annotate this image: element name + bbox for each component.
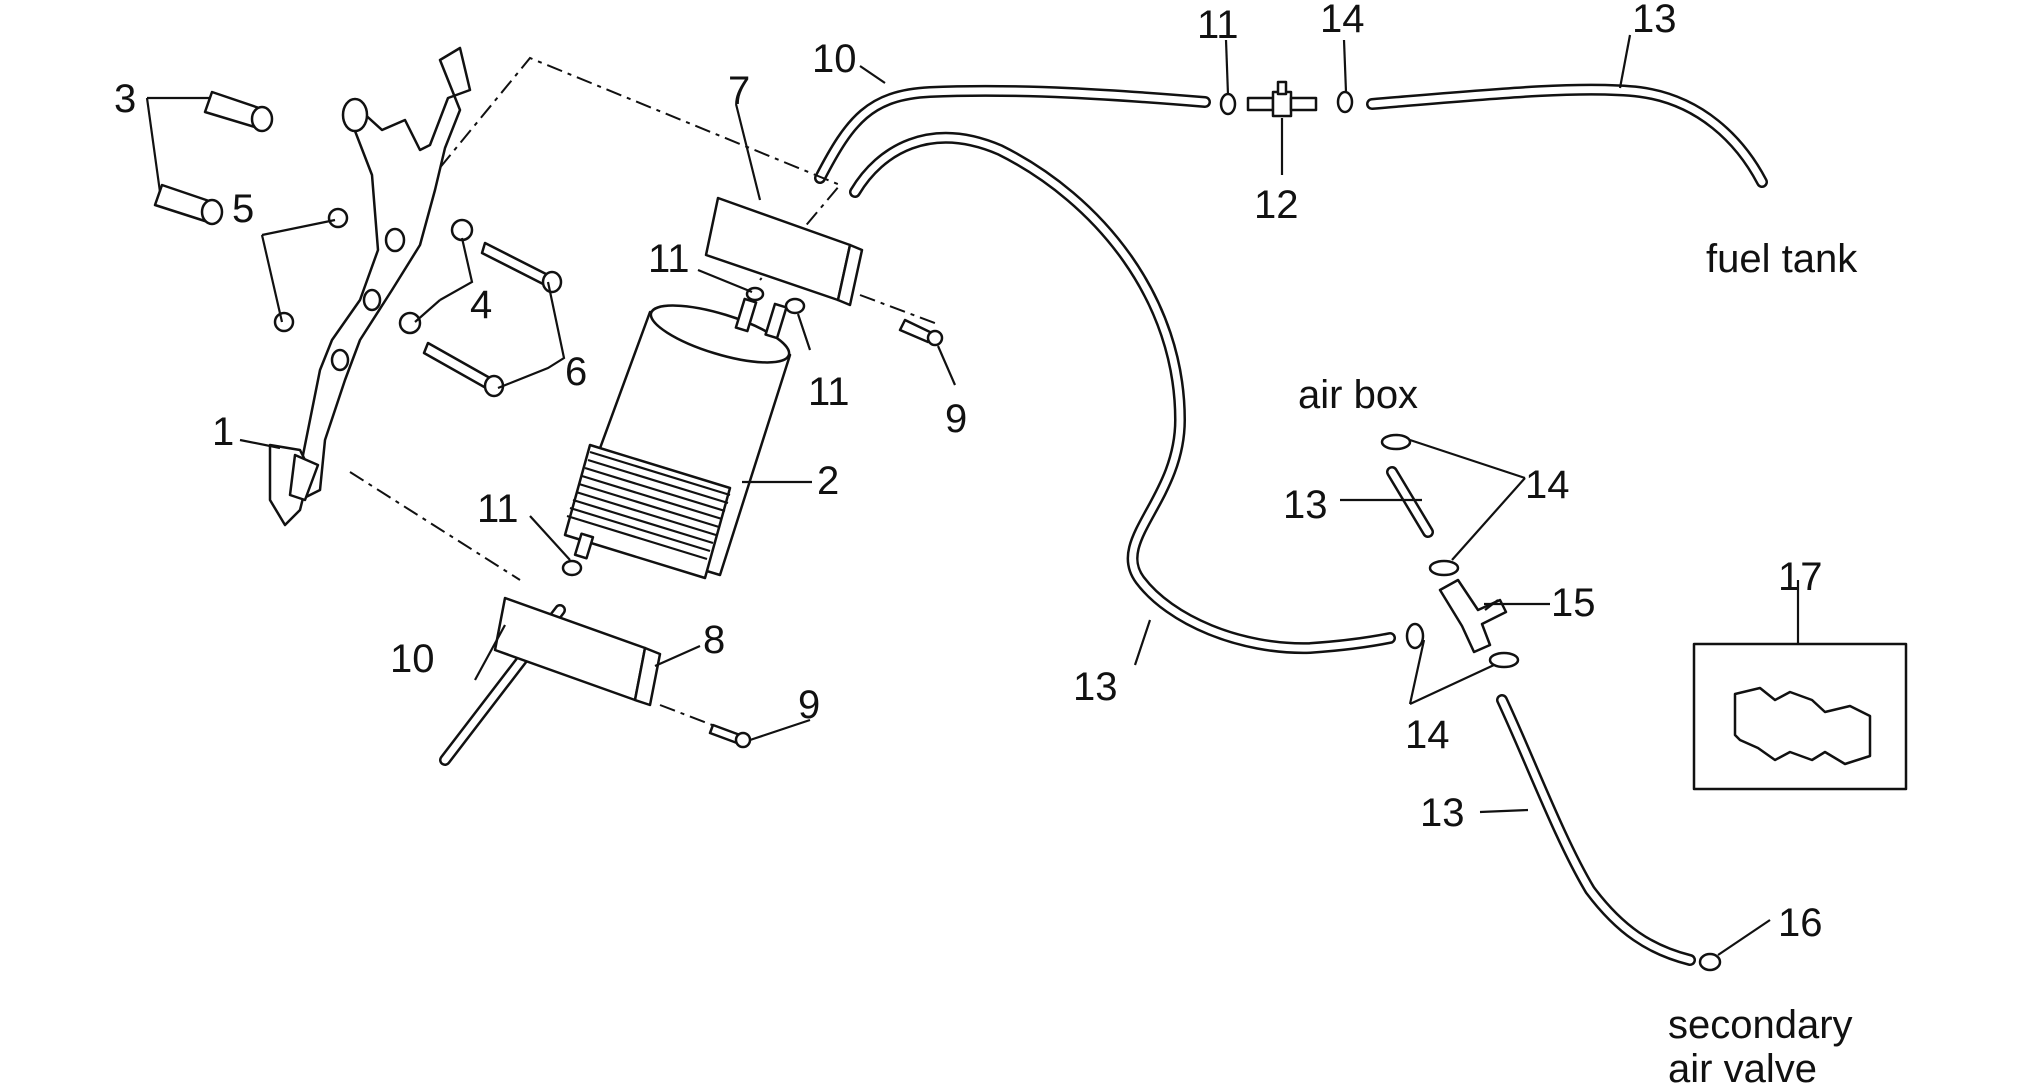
bracket-part-1 (268, 46, 472, 527)
callout-9-b: 9 (798, 683, 820, 727)
hose-13-long (849, 131, 1396, 655)
spacer-part-3 (153, 90, 274, 226)
callout-8: 8 (703, 618, 725, 662)
hose-clips-part-14 (1336, 90, 1520, 669)
callout-11-d: 11 (1197, 3, 1239, 47)
hose-13-secondary (1496, 694, 1696, 966)
valve-part-12 (1246, 80, 1318, 118)
assembly-lines (349, 56, 941, 729)
callout-13-a: 13 (1632, 0, 1677, 41)
hose-13-fuel-tank (1366, 83, 1768, 188)
clamp-block-part-8 (493, 596, 662, 707)
canister-ribs (566, 450, 731, 561)
callout-13-d: 13 (1420, 791, 1465, 835)
note-secondary: secondary (1668, 1003, 1853, 1047)
callout-4: 4 (470, 283, 492, 327)
screws-part-9 (708, 318, 944, 749)
t-fitting-part-15 (1438, 578, 1508, 654)
callout-5: 5 (232, 187, 254, 231)
callout-15: 15 (1551, 581, 1596, 625)
callout-10-a: 10 (812, 37, 857, 81)
clip-part-16 (1698, 952, 1722, 972)
callout-14-c: 14 (1405, 713, 1450, 757)
callout-13-b: 13 (1283, 483, 1328, 527)
callout-3: 3 (114, 77, 136, 121)
callout-10-b: 10 (390, 637, 435, 681)
callout-6: 6 (565, 350, 587, 394)
bolts-part-6 (422, 241, 563, 398)
callout-14-a: 14 (1320, 0, 1365, 41)
callout-12: 12 (1254, 183, 1299, 227)
note-air-box: air box (1298, 373, 1418, 417)
part-17-box (1692, 642, 1908, 791)
hose-10-upper (814, 84, 1211, 184)
callout-11-a: 11 (648, 237, 690, 281)
note-fuel-tank: fuel tank (1706, 237, 1858, 281)
callout-2: 2 (817, 459, 839, 503)
hose-13-airbox (1386, 466, 1434, 538)
callout-17: 17 (1778, 555, 1823, 599)
callout-14-b: 14 (1525, 463, 1570, 507)
callout-11-b: 11 (808, 370, 850, 414)
callout-11-c: 11 (477, 487, 519, 531)
callout-labels: 3 5 4 6 1 7 11 11 9 2 11 10 8 9 10 11 12… (114, 0, 1823, 945)
callout-7: 7 (728, 69, 750, 113)
callout-16: 16 (1778, 901, 1823, 945)
callout-13-c: 13 (1073, 665, 1118, 709)
note-air-valve: air valve (1668, 1047, 1817, 1088)
nuts-part-5-4 (273, 207, 474, 335)
callout-1: 1 (212, 410, 234, 454)
callout-9-a: 9 (945, 397, 967, 441)
leader-lines (145, 34, 1800, 956)
destination-notes: fuel tank air box secondary air valve (1298, 237, 1858, 1088)
clamp-block-part-7 (704, 196, 864, 307)
canister-part-2 (563, 297, 792, 580)
